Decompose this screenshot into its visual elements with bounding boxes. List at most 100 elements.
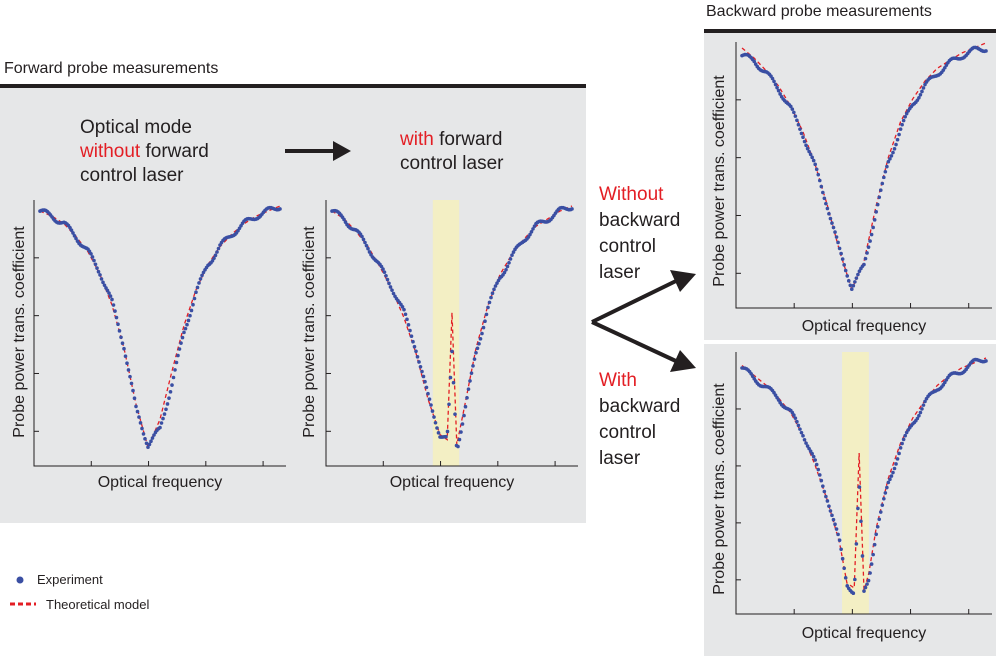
experiment-point <box>469 371 474 375</box>
experiment-point <box>150 436 155 440</box>
experiment-point <box>868 571 872 575</box>
experiment-point <box>856 272 860 277</box>
experiment-point <box>411 339 415 344</box>
experiment-point <box>923 399 927 404</box>
experiment-point <box>772 79 776 84</box>
experiment-point <box>445 429 450 434</box>
experiment-point <box>529 229 534 234</box>
experiment-point <box>414 349 418 354</box>
experiment-point <box>385 277 390 282</box>
experiment-point <box>891 470 895 475</box>
experiment-point <box>402 307 406 312</box>
without-backward-line2: backward <box>599 210 681 231</box>
experiment-point <box>481 325 486 330</box>
without-backward-red: Without <box>599 184 664 205</box>
left-caption-line2: without forward <box>80 140 260 164</box>
experiment-point <box>880 181 885 186</box>
experiment-point <box>825 206 830 211</box>
experiment-point <box>161 416 165 421</box>
experiment-point <box>775 85 779 90</box>
experiment-point <box>901 118 906 123</box>
experiment-point <box>795 419 799 424</box>
experiment-point <box>850 287 854 292</box>
experiment-point <box>384 273 388 278</box>
experiment-point <box>415 355 420 359</box>
experiment-point <box>837 246 842 251</box>
experiment-point <box>798 127 802 131</box>
experiment-point <box>475 346 480 351</box>
experiment-point <box>119 335 123 340</box>
experiment-point <box>426 391 430 396</box>
experiment-point <box>848 283 853 288</box>
experiment-point <box>798 427 802 431</box>
experiment-point <box>477 341 481 346</box>
experiment-point <box>853 280 857 284</box>
experiment-point <box>877 195 882 200</box>
experiment-point <box>828 509 833 513</box>
experiment-point <box>819 184 824 189</box>
experiment-point <box>868 239 872 243</box>
experiment-point <box>457 437 462 442</box>
experiment-point <box>164 407 168 412</box>
forward-section-title: Forward probe measurements <box>4 60 219 77</box>
experiment-point <box>507 260 511 265</box>
experiment-point <box>901 437 906 442</box>
experiment-point <box>821 484 825 488</box>
experiment-point <box>839 251 843 256</box>
with-backward-line4: laser <box>599 448 641 469</box>
experiment-point <box>466 387 471 391</box>
experiment-point <box>821 190 825 195</box>
experiment-point <box>98 273 102 277</box>
experiment-point <box>836 532 840 537</box>
experiment-point <box>888 157 892 161</box>
experiment-point <box>770 76 775 81</box>
experiment-point <box>459 430 463 434</box>
experiment-point <box>421 374 426 379</box>
experiment-point <box>429 403 433 407</box>
experiment-point <box>183 326 188 331</box>
experiment-point <box>885 164 889 169</box>
experiment-point <box>146 445 150 450</box>
experiment-point <box>101 280 105 285</box>
experiment-point <box>833 230 837 234</box>
experiment-point <box>360 234 364 239</box>
experiment-point <box>122 346 126 351</box>
experiment-point <box>418 364 423 369</box>
experiment-point <box>168 390 173 394</box>
experiment-point <box>448 375 453 380</box>
right-arrow-icon <box>285 141 351 161</box>
experiment-point <box>188 313 192 318</box>
experiment-point <box>508 257 513 261</box>
experiment-point <box>845 584 850 588</box>
experiment-point <box>102 283 107 288</box>
experiment-point <box>900 441 904 446</box>
experiment-point <box>854 542 859 546</box>
chart-backward-with-xlabel: Optical frequency <box>801 625 927 642</box>
experiment-point <box>132 396 137 401</box>
experiment-point <box>215 250 219 254</box>
experiment-point <box>493 284 498 288</box>
experiment-point <box>859 519 863 524</box>
experiment-point <box>897 451 901 456</box>
experiment-point <box>918 92 923 97</box>
experiment-point <box>364 243 369 248</box>
experiment-point <box>814 167 819 172</box>
axes <box>33 200 286 467</box>
experiment-point <box>851 283 856 288</box>
experiment-point <box>900 122 904 127</box>
experiment-point <box>570 207 574 211</box>
left-caption-rest: forward <box>140 141 209 162</box>
backward-section-title: Backward probe measurements <box>706 3 932 20</box>
experiment-point <box>147 442 152 447</box>
experiment-point <box>827 504 831 508</box>
experiment-point <box>489 295 493 300</box>
experiment-point <box>799 131 804 136</box>
experiment-point <box>278 207 282 211</box>
experiment-point <box>189 308 194 313</box>
experiment-point <box>478 337 483 341</box>
experiment-point <box>814 462 819 467</box>
experiment-point <box>128 374 132 379</box>
experiment-point <box>409 334 414 339</box>
experiment-point <box>480 331 484 336</box>
experiment-point <box>891 150 895 155</box>
